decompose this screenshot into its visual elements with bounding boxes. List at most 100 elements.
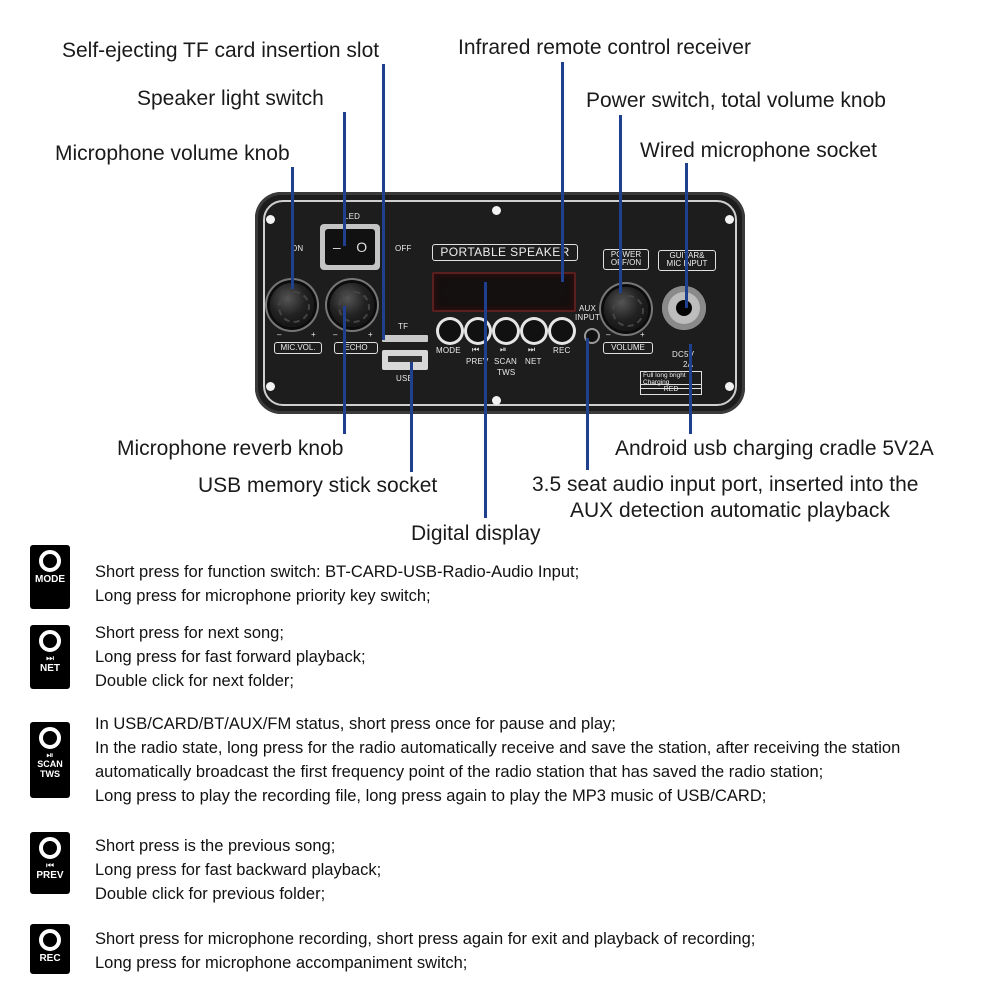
tf-label: TF: [398, 322, 409, 331]
aux-input-label: AUX INPUT: [575, 304, 600, 322]
leader-power-volume: [619, 115, 622, 293]
legend-line: Short press for microphone recording, sh…: [95, 930, 756, 948]
echo-knob[interactable]: [330, 283, 374, 327]
callout-tf-slot: Self-ejecting TF card insertion slot: [62, 39, 380, 62]
screw: [725, 215, 734, 224]
rec-button[interactable]: [551, 320, 573, 342]
portable-speaker-title: PORTABLE SPEAKER: [432, 244, 578, 261]
mic-volume-knob[interactable]: [270, 283, 314, 327]
net-label: NET: [525, 357, 542, 366]
next-icon: ⏭: [45, 653, 55, 663]
prev-glyph-icon: ⏮: [472, 345, 480, 354]
legend-icon-label: MODE: [35, 574, 65, 585]
scan-label: SCAN: [494, 357, 518, 366]
button-ring-icon: [39, 727, 61, 749]
mic-vol-minus: –: [277, 330, 282, 339]
legend-icon-rec: REC: [30, 924, 70, 974]
callout-usb-socket: USB memory stick socket: [198, 474, 438, 497]
leader-ir-receiver: [561, 62, 564, 282]
leader-light-switch: [343, 112, 346, 246]
legend-icon-mode: MODE: [30, 545, 70, 609]
echo-minus: –: [333, 330, 338, 339]
legend-line: Long press for fast forward playback;: [95, 648, 366, 666]
prev-label: PREV: [466, 357, 489, 366]
legend-line: Short press for next song;: [95, 624, 284, 642]
screw: [266, 215, 275, 224]
amp-label: 2A: [683, 360, 693, 369]
legend-text-net: Short press for next song; Long press fo…: [95, 621, 985, 693]
legend-line: In the radio state, long press for the r…: [95, 739, 901, 781]
callout-light-switch: Speaker light switch: [137, 87, 324, 110]
scan-tws-button[interactable]: [495, 320, 517, 342]
on-label: ON: [291, 244, 304, 253]
legend-icon-label: SCAN TWS: [37, 759, 63, 779]
legend-line: Long press to play the recording file, l…: [95, 787, 767, 805]
screw: [725, 382, 734, 391]
echo-plus: +: [368, 330, 373, 339]
power-label: POWER OFF/ON: [603, 249, 649, 270]
leader-aux: [586, 338, 589, 470]
screw: [492, 396, 501, 405]
led-label: LED: [344, 212, 361, 221]
mode-button[interactable]: [439, 320, 461, 342]
callout-mic-volume: Microphone volume knob: [55, 142, 290, 165]
button-ring-icon: [39, 630, 61, 652]
callout-aux-line2: AUX detection automatic playback: [570, 499, 890, 522]
button-ring-icon: [39, 550, 61, 572]
legend-text-rec: Short press for microphone recording, sh…: [95, 927, 985, 975]
light-rocker-switch[interactable]: – O: [320, 224, 380, 270]
screw: [266, 382, 275, 391]
callout-reverb: Microphone reverb knob: [117, 437, 344, 460]
legend-line: Short press for function switch: BT-CARD…: [95, 563, 580, 581]
legend-line: Double click for next folder;: [95, 672, 295, 690]
button-ring-icon: [39, 929, 61, 951]
usb-label: USB: [396, 374, 414, 383]
legend-icon-label: REC: [39, 953, 61, 964]
legend-line: In USB/CARD/BT/AUX/FM status, short pres…: [95, 715, 616, 733]
mic-vol-label: MIC.VOL.: [274, 342, 322, 355]
usb-socket[interactable]: [382, 350, 428, 370]
digital-display: [432, 272, 576, 312]
leader-display: [484, 282, 487, 518]
legend-line: Long press for microphone accompaniment …: [95, 954, 468, 972]
net-button[interactable]: [523, 320, 545, 342]
legend-icon-label: PREV: [36, 870, 64, 881]
dc5v-label: DC5V: [672, 350, 695, 359]
legend-icon-net: ⏭ NET: [30, 625, 70, 689]
red-label: RED: [640, 384, 702, 396]
leader-usb-charge: [689, 344, 692, 434]
legend-line: Long press for fast backward playback;: [95, 861, 382, 879]
screw: [492, 206, 501, 215]
rocker-on-mark: –: [332, 239, 341, 255]
rocker-off-mark: O: [356, 239, 368, 255]
legend-text-scan-tws: In USB/CARD/BT/AUX/FM status, short pres…: [95, 712, 985, 808]
leader-tf-slot: [382, 64, 385, 340]
tws-label: TWS: [497, 368, 516, 377]
volume-label: VOLUME: [603, 342, 653, 355]
aux-input-port[interactable]: [586, 330, 598, 342]
volume-minus: –: [606, 330, 611, 339]
wired-mic-socket[interactable]: [662, 286, 706, 330]
rec-label: REC: [553, 346, 571, 355]
legend-line: Double click for previous folder;: [95, 885, 326, 903]
play-glyph-icon: ⏯: [500, 345, 507, 354]
next-glyph-icon: ⏭: [528, 345, 536, 354]
legend-text-mode: Short press for function switch: BT-CARD…: [95, 560, 985, 608]
prev-button[interactable]: [467, 320, 489, 342]
play-pause-icon: ⏯: [46, 750, 54, 760]
echo-label: ECHO: [334, 342, 378, 355]
tf-card-slot[interactable]: [382, 335, 428, 342]
mic-vol-plus: +: [311, 330, 316, 339]
off-label: OFF: [395, 244, 412, 253]
volume-plus: +: [640, 330, 645, 339]
legend-icon-prev: ⏮ PREV: [30, 832, 70, 894]
rocker-face: – O: [325, 229, 375, 265]
callout-usb-charge: Android usb charging cradle 5V2A: [615, 437, 934, 460]
legend-icon-label: NET: [40, 663, 60, 674]
total-volume-knob[interactable]: [604, 287, 648, 331]
charging-note: Full long bright Charging: [640, 371, 702, 389]
legend-icon-scan-tws: ⏯ SCAN TWS: [30, 722, 70, 798]
previous-icon: ⏮: [45, 860, 55, 870]
legend-line: Short press is the previous song;: [95, 837, 336, 855]
callout-wired-mic: Wired microphone socket: [640, 139, 877, 162]
